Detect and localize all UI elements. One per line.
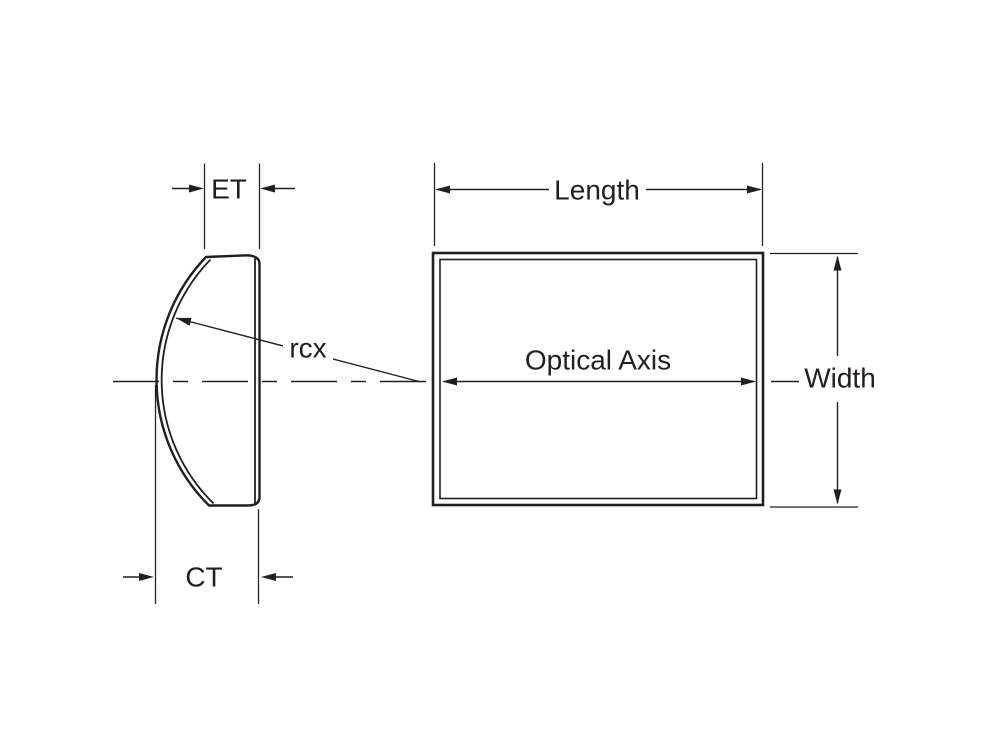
- lens-side-view: [155, 254, 261, 507]
- lens-front-view: [431, 251, 765, 507]
- lens-inner-curve: [160, 258, 215, 505]
- et-dimension: ET: [172, 163, 295, 249]
- width-arrowhead-top: [833, 255, 842, 271]
- et-arrowhead-right: [260, 184, 275, 193]
- ct-label: CT: [185, 562, 222, 593]
- length-label: Length: [554, 175, 640, 206]
- optical-axis-label: Optical Axis: [525, 345, 671, 376]
- ct-arrowhead-right: [261, 573, 276, 581]
- et-label: ET: [211, 174, 247, 205]
- et-arrowhead-left: [189, 184, 204, 193]
- ct-arrowhead-left: [139, 573, 154, 581]
- front-view-outer-rect: [431, 251, 765, 507]
- front-view-inner-rect: [439, 258, 758, 500]
- rcx-label-background: [283, 332, 333, 362]
- optical-axis-arrowhead-left: [442, 377, 457, 386]
- width-label: Width: [804, 363, 876, 394]
- width-arrowhead-bottom: [833, 489, 842, 505]
- rcx-label: rcx: [289, 333, 326, 364]
- length-arrowhead-left: [435, 185, 450, 194]
- width-dimension: Width: [770, 252, 876, 508]
- ct-dimension: CT: [123, 385, 293, 604]
- optical-axis-dimension: Optical Axis: [442, 345, 756, 386]
- lens-outline: [155, 254, 261, 507]
- optical-axis-arrowhead-right: [741, 377, 756, 386]
- rcx-annotation: rcx: [175, 317, 420, 383]
- length-dimension: Length: [433, 163, 764, 246]
- rcx-arrowhead: [176, 317, 192, 326]
- length-arrowhead-right: [747, 185, 762, 194]
